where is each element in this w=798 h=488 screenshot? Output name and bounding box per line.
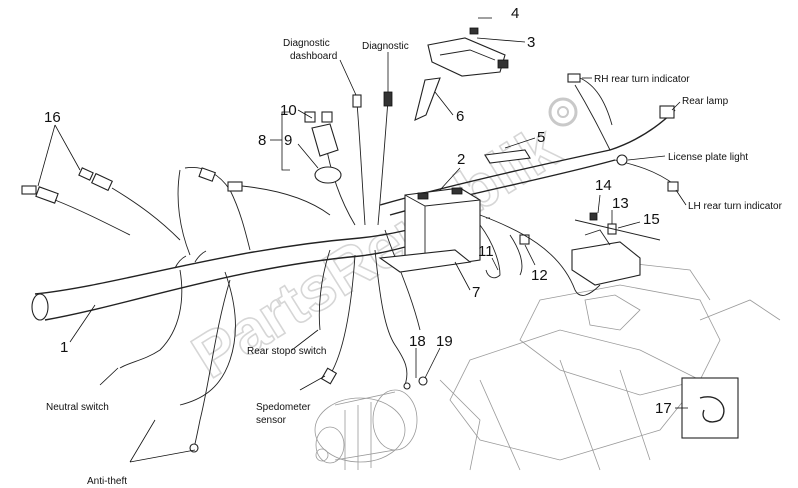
cover-plate [484, 149, 531, 164]
battery [404, 187, 481, 269]
label-license-plate-light: License plate light [668, 152, 748, 163]
leader-lines [37, 17, 688, 463]
callout-16: 16 [44, 109, 61, 126]
left-connectors [21, 167, 181, 241]
label-diagnostic-dashboard-line2: dashboard [290, 51, 337, 62]
label-anti-theft: Anti-theft [87, 476, 127, 487]
callout-18: 18 [409, 333, 426, 350]
label-speedometer-sensor-line1: Spedometer [256, 402, 311, 413]
callout-11: 11 [478, 243, 494, 260]
callout-19: 19 [436, 333, 453, 350]
callout-5: 5 [537, 129, 545, 146]
watermark-gear-icon [548, 97, 578, 127]
rear-connectors [567, 73, 679, 192]
callout-6: 6 [456, 108, 464, 125]
battery-tray [378, 249, 472, 273]
callout-4: 4 [511, 5, 519, 22]
callout-13: 13 [612, 195, 629, 212]
upper-branches [177, 91, 393, 256]
callout-17: 17 [655, 400, 672, 417]
label-rear-stop-switch: Rear stopo switch [247, 346, 326, 357]
callout-15: 15 [643, 211, 660, 228]
starter-motor [314, 389, 418, 470]
callout-3: 3 [527, 34, 535, 51]
callout-9: 9 [284, 132, 292, 149]
label-diagnostic: Diagnostic [362, 41, 409, 52]
label-rh-rear-turn-indicator: RH rear turn indicator [594, 74, 690, 85]
lower-branches [119, 229, 428, 453]
clip-box [681, 377, 739, 439]
label-rear-lamp: Rear lamp [682, 96, 729, 107]
label-speedometer-sensor-line2: sensor [256, 415, 287, 426]
fuse-bracket [427, 27, 509, 77]
callout-7: 7 [472, 284, 480, 301]
callout-8: 8 [258, 132, 266, 149]
label-lh-rear-turn-indicator: LH rear turn indicator [688, 201, 783, 212]
callout-10: 10 [280, 102, 297, 119]
control-unit [571, 212, 661, 286]
strap [414, 77, 441, 121]
label-neutral-switch: Neutral switch [46, 402, 109, 413]
callout-14: 14 [595, 177, 612, 194]
callout-12: 12 [531, 267, 548, 284]
callout-1: 1 [60, 339, 68, 356]
callout-2: 2 [457, 151, 465, 168]
label-diagnostic-dashboard-line1: Diagnostic [283, 38, 330, 49]
